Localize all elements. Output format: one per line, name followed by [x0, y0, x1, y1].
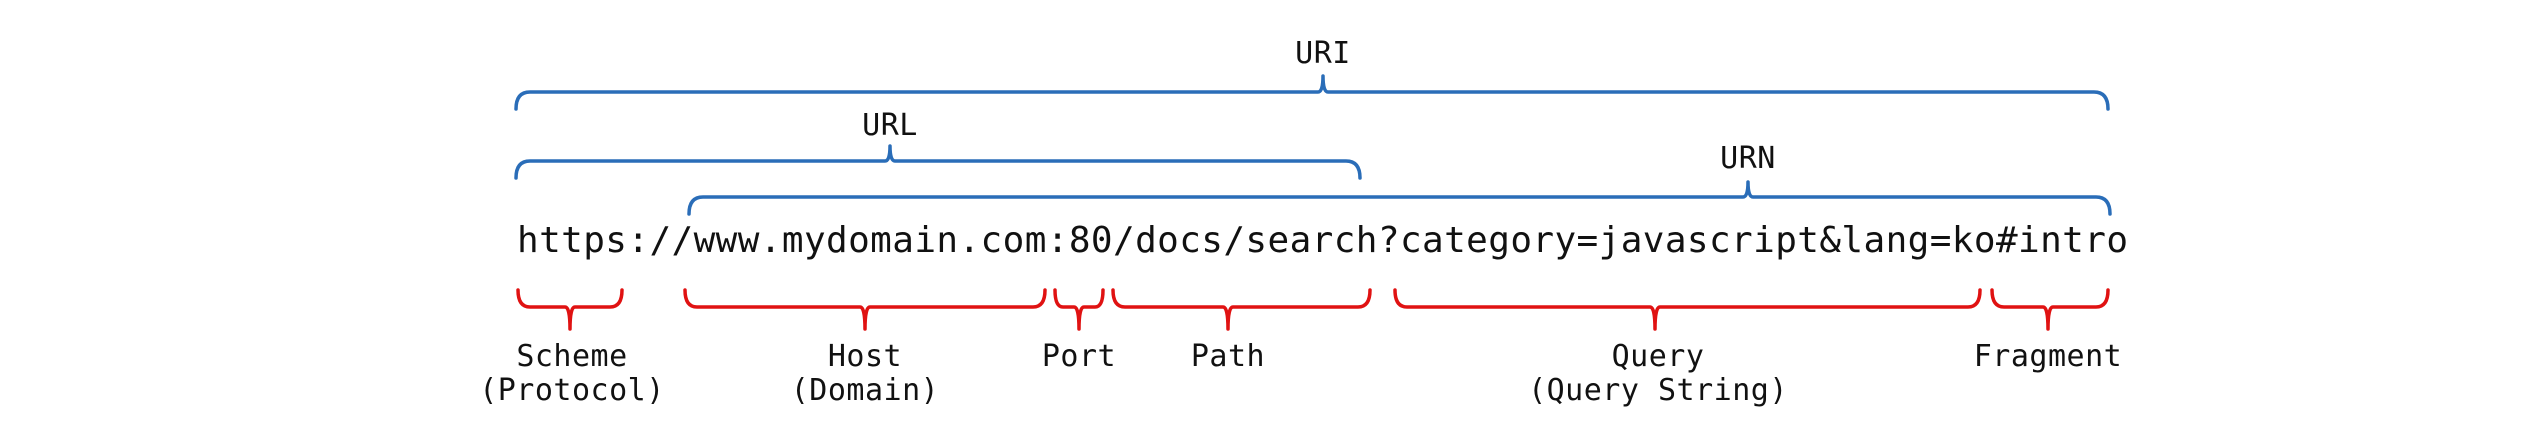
- scheme-label: Scheme (Protocol): [479, 340, 665, 408]
- query-label-sub: (Query String): [1528, 373, 1788, 408]
- fragment-label-name: Fragment: [1973, 339, 2123, 374]
- fragment-label: Fragment: [1974, 340, 2123, 374]
- url-text: https://www.mydomain.com:80/docs/search?…: [517, 220, 2129, 261]
- uri-brace: [514, 74, 2110, 111]
- port-label-name: Port: [1041, 339, 1117, 374]
- host-label-sub: (Domain): [790, 373, 940, 408]
- scheme-label-sub: (Protocol): [479, 373, 665, 408]
- host-brace: [683, 288, 1047, 331]
- url-brace: [514, 144, 1362, 180]
- scheme-brace: [516, 288, 624, 331]
- path-label-name: Path: [1190, 339, 1266, 374]
- url-label: URL: [862, 108, 918, 143]
- port-label: Port: [1042, 340, 1116, 374]
- host-label-name: Host: [827, 339, 903, 374]
- host-label: Host (Domain): [791, 340, 940, 408]
- path-brace: [1111, 288, 1372, 331]
- urn-brace: [687, 180, 2112, 216]
- query-label: Query (Query String): [1528, 340, 1788, 408]
- path-label: Path: [1191, 340, 1265, 374]
- scheme-label-name: Scheme: [516, 339, 628, 374]
- query-label-name: Query: [1611, 339, 1705, 374]
- uri-label: URI: [1295, 36, 1351, 71]
- query-brace: [1393, 288, 1982, 331]
- fragment-brace: [1990, 288, 2110, 331]
- port-brace: [1053, 288, 1105, 331]
- urn-label: URN: [1720, 141, 1776, 176]
